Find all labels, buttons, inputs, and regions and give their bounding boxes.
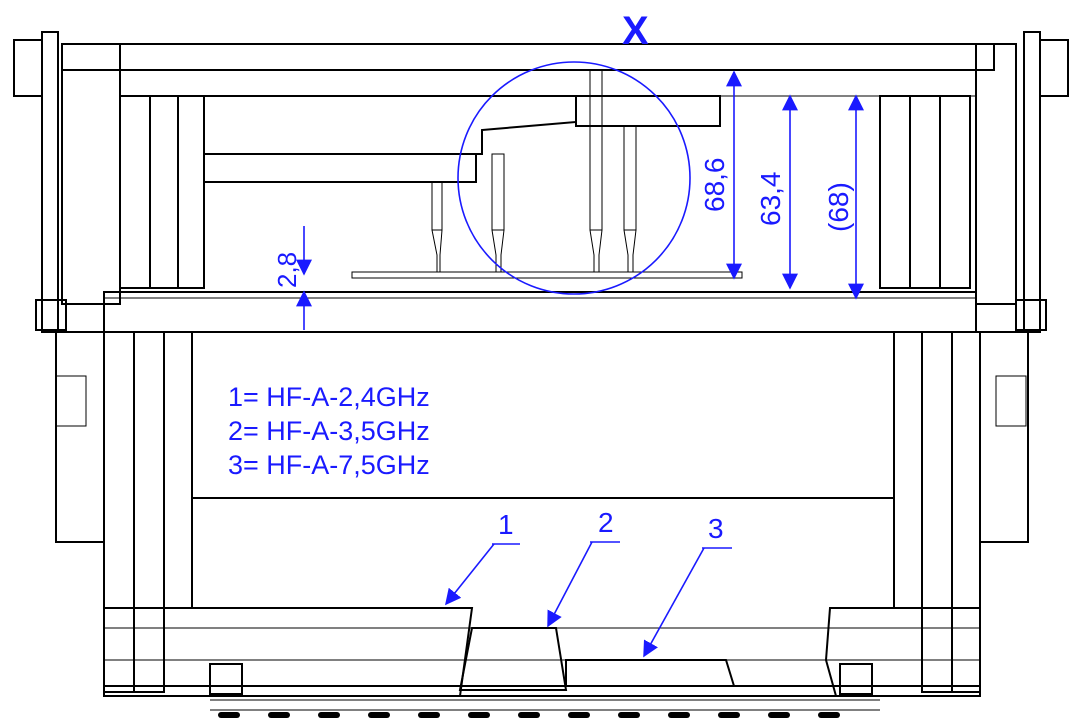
dimension-gap: 2,8 [272, 252, 302, 288]
legend-line-3: 3= HF-A-7,5GHz [228, 450, 430, 480]
spring-row [209, 663, 880, 718]
lower-box [55, 331, 1029, 718]
legend-line-1: 1= HF-A-2,4GHz [228, 382, 430, 412]
callout-2: 2 [598, 507, 614, 538]
detail-circle [457, 61, 691, 295]
dimension-height-2: 63,4 [755, 172, 786, 227]
section-mark-x: X [622, 9, 649, 53]
callout-3: 3 [708, 513, 724, 544]
dimension-height-1: 68,6 [699, 158, 730, 213]
probe-pins [431, 69, 637, 272]
side-clamps [13, 31, 1069, 333]
dimension-height-3: (68) [823, 182, 854, 232]
upper-lid [61, 43, 1017, 333]
annotations: X 2,8 68,6 63,4 (68) 1= HF-A-2,4GHz 2= H… [228, 9, 864, 658]
legend-line-2: 2= HF-A-3,5GHz [228, 416, 430, 446]
callout-1: 1 [498, 509, 514, 540]
